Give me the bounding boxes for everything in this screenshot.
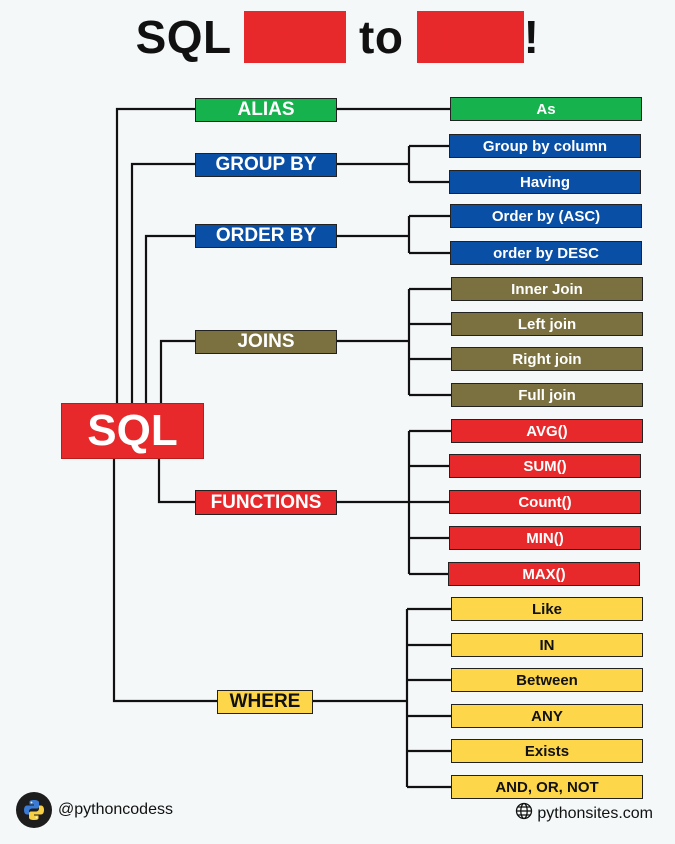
footer-site: pythonsites.com — [537, 804, 653, 822]
globe-icon — [515, 802, 533, 825]
title-text-zero: Zero — [244, 11, 346, 63]
footer-site-group: pythonsites.com — [515, 802, 653, 825]
leaf-avg: AVG() — [451, 419, 643, 443]
leaf-min: MIN() — [449, 526, 641, 550]
category-where: WHERE — [217, 690, 313, 714]
leaf-any: ANY — [451, 704, 643, 728]
leaf-right-join: Right join — [451, 347, 643, 371]
category-group-by: GROUP BY — [195, 153, 337, 177]
leaf-left-join: Left join — [451, 312, 643, 336]
page-title: SQL Zero to Hero! — [0, 10, 675, 64]
category-functions: FUNCTIONS — [195, 490, 337, 515]
sql-root-node: SQL — [61, 403, 204, 459]
leaf-full-join: Full join — [451, 383, 643, 407]
python-logo-icon — [16, 792, 52, 828]
title-text-exclaim: ! — [523, 11, 540, 63]
title-text-hero: Hero — [416, 11, 524, 63]
title-text-sql: SQL — [135, 11, 245, 63]
title-text-to: to — [345, 11, 417, 63]
footer-handle-group: @pythoncodess — [16, 792, 173, 828]
category-joins: JOINS — [195, 330, 337, 354]
leaf-inner-join: Inner Join — [451, 277, 643, 301]
leaf-in: IN — [451, 633, 643, 657]
leaf-like: Like — [451, 597, 643, 621]
category-alias: ALIAS — [195, 98, 337, 122]
leaf-order-by-desc: order by DESC — [450, 241, 642, 265]
leaf-group-by-column: Group by column — [449, 134, 641, 158]
footer-handle: @pythoncodess — [58, 801, 173, 818]
leaf-as: As — [450, 97, 642, 121]
leaf-exists: Exists — [451, 739, 643, 763]
leaf-between: Between — [451, 668, 643, 692]
leaf-and-or-not: AND, OR, NOT — [451, 775, 643, 799]
leaf-count: Count() — [449, 490, 641, 514]
category-order-by: ORDER BY — [195, 224, 337, 248]
leaf-max: MAX() — [448, 562, 640, 586]
leaf-order-by-asc: Order by (ASC) — [450, 204, 642, 228]
leaf-having: Having — [449, 170, 641, 194]
leaf-sum: SUM() — [449, 454, 641, 478]
